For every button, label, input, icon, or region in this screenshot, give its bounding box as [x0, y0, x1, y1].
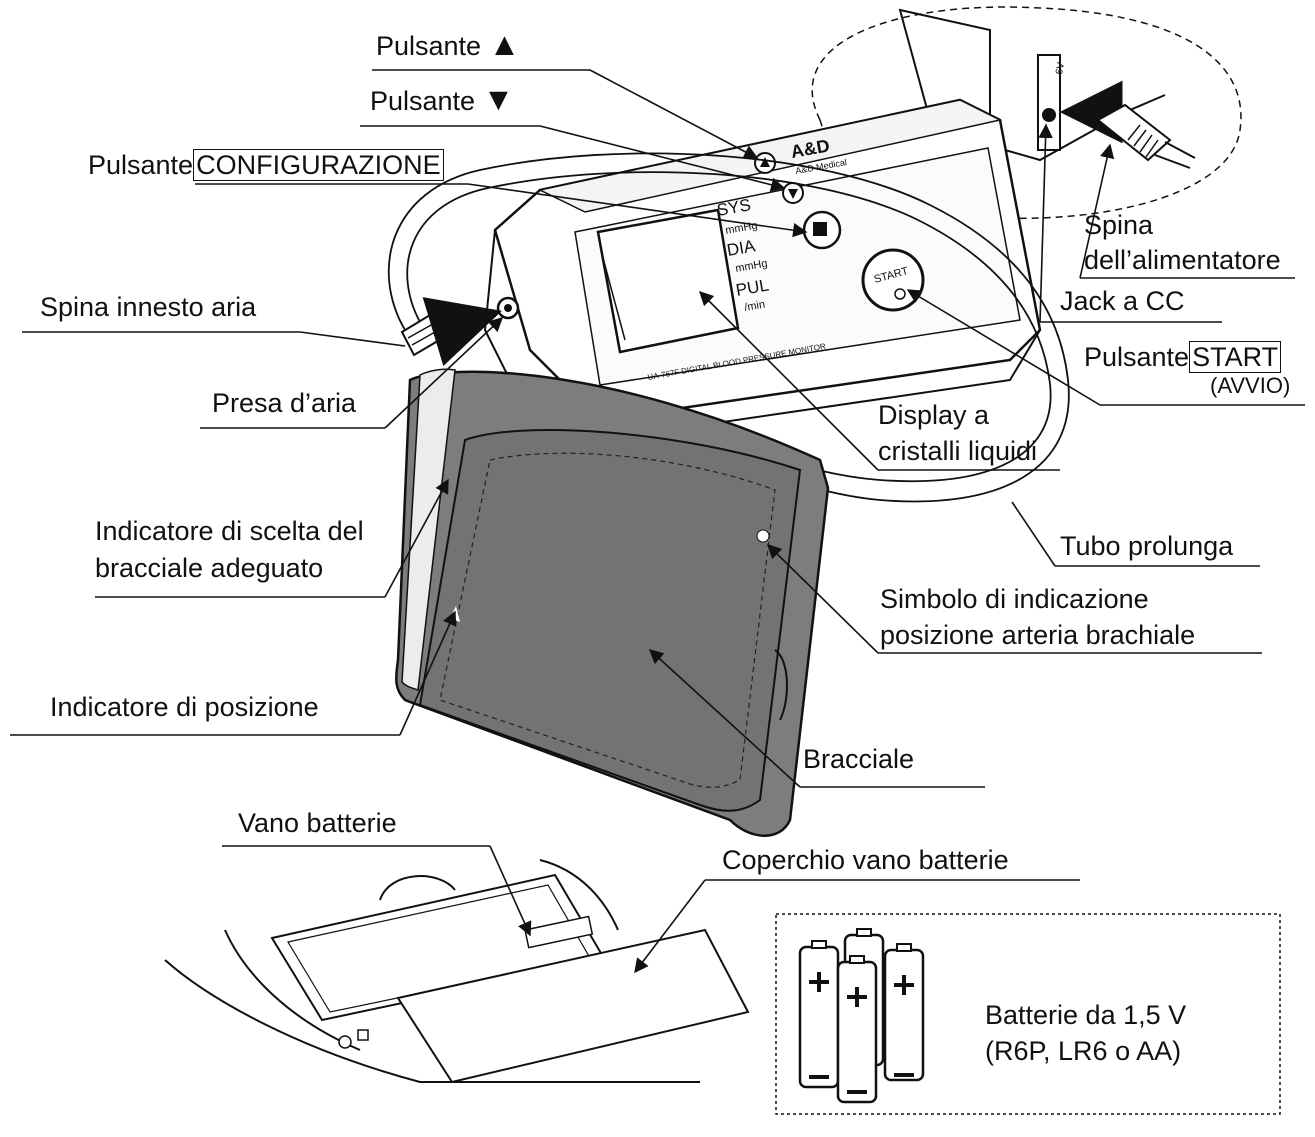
label-batteries-2: (R6P, LR6 o AA)	[985, 1036, 1182, 1066]
battery-3	[798, 945, 840, 1089]
label-artery-2: posizione arteria brachiale	[880, 620, 1196, 650]
cuff	[395, 368, 830, 837]
label-cuff: Bracciale	[803, 744, 915, 774]
lcd-display	[596, 208, 740, 354]
label-lcd-1: Display a	[878, 400, 990, 430]
down-arrow-icon	[788, 189, 798, 199]
label-up-button-text: Pulsante	[376, 31, 482, 61]
plug-strain-relief	[1127, 124, 1159, 158]
up-arrow-icon	[760, 157, 770, 167]
label-air-plug: Spina innesto aria	[40, 292, 257, 322]
label-tube: Tubo prolunga	[1060, 531, 1234, 561]
label-position-indicator: Indicatore di posizione	[50, 692, 319, 722]
air-plug-arrow	[422, 297, 502, 367]
label-battery-cover: Coperchio vano batterie	[722, 845, 1009, 875]
label-config-button-text: Pulsante	[88, 150, 194, 180]
down-triangle-icon: ▼	[482, 81, 515, 117]
power-icon	[894, 288, 906, 300]
cuff-white-strip	[401, 368, 456, 692]
dc-jack-inset: 6V	[811, 6, 1242, 220]
label-artery-1: Simbolo di indicazione	[880, 584, 1149, 614]
label-batteries-1: Batterie da 1,5 V	[985, 1000, 1187, 1030]
label-config-button-key: CONFIGURAZIONE	[193, 149, 444, 181]
battery-cover	[396, 928, 750, 1084]
battery-plus-icons	[809, 972, 914, 1094]
battery-compartment	[164, 859, 750, 1084]
lcd-dia-unit: mmHg	[734, 258, 768, 275]
label-down-button: Pulsante ▼	[370, 82, 514, 118]
label-dc-jack: Jack a CC	[1060, 286, 1185, 316]
label-start-button-key: START	[1189, 341, 1282, 373]
battery-4	[836, 960, 878, 1104]
artery-symbol	[756, 529, 770, 543]
up-triangle-icon: ▲	[488, 26, 521, 62]
lcd-pul-unit: /min	[743, 299, 766, 314]
label-air-socket: Presa d’aria	[212, 388, 357, 418]
extension-tube	[387, 152, 1070, 503]
label-cuff-indicator-2: bracciale adeguato	[95, 553, 324, 583]
air-plug	[400, 297, 502, 367]
label-lcd-2: cristalli liquidi	[878, 436, 1038, 466]
label-up-button: Pulsante ▲	[376, 27, 520, 63]
label-battery-compartment: Vano batterie	[238, 808, 397, 838]
dc-jack-hole	[1042, 108, 1056, 122]
label-start-button-note: (AVVIO)	[1210, 373, 1291, 398]
battery-inset	[775, 913, 1281, 1115]
config-icon	[813, 222, 827, 236]
battery-2	[883, 948, 925, 1082]
label-cuff-indicator-1: Indicatore di scelta del	[95, 516, 364, 546]
label-start-button-text: Pulsante	[1084, 342, 1190, 372]
label-adapter-plug-2: dell’alimentatore	[1084, 245, 1281, 275]
lcd-dia-label: DIA	[725, 236, 757, 260]
label-down-button-text: Pulsante	[370, 86, 476, 116]
label-adapter-plug-1: Spina	[1084, 210, 1154, 240]
dc-voltage-label: 6V	[1054, 61, 1067, 75]
leader-lines	[10, 69, 1305, 974]
